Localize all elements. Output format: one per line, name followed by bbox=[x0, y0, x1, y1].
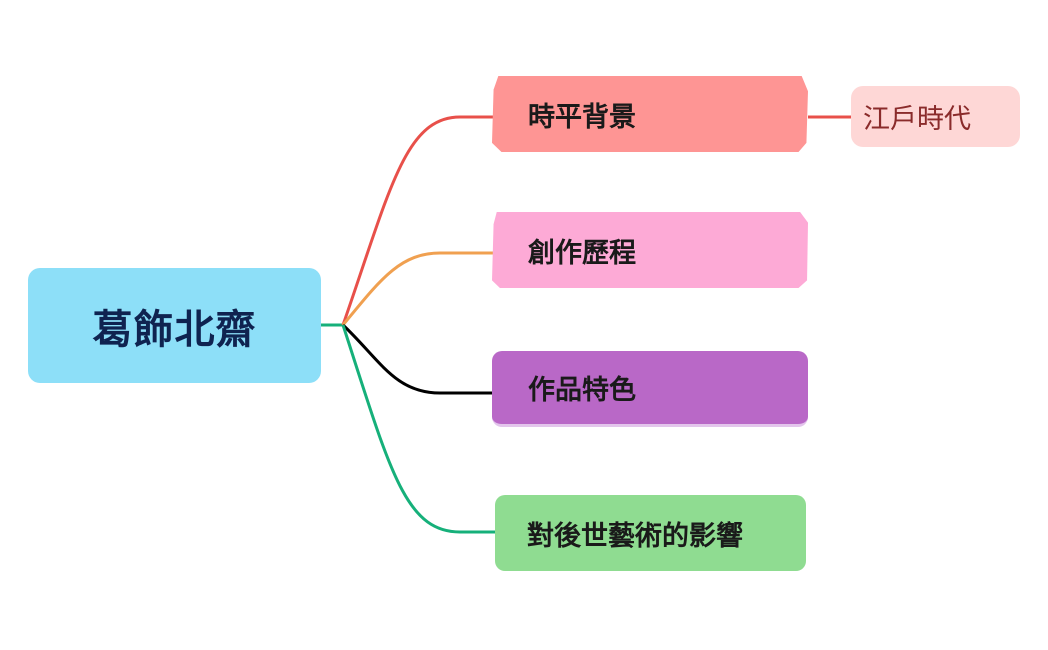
branch-topic-label: 對後世藝術的影響 bbox=[527, 520, 743, 552]
branch-topic-historical-background[interactable]: 時平背景 bbox=[492, 76, 808, 152]
branch-topic-influence-on-later-art[interactable]: 對後世藝術的影響 bbox=[495, 495, 806, 571]
connector-branch-2 bbox=[341, 323, 495, 395]
branch-topic-creative-history[interactable]: 創作歷程 bbox=[492, 212, 808, 288]
subtopic-label: 江戶時代 bbox=[863, 104, 971, 135]
branch-topic-label: 創作歷程 bbox=[528, 237, 636, 269]
branch-topic-label: 作品特色 bbox=[528, 375, 636, 406]
root-topic-label: 葛飾北齋 bbox=[92, 306, 257, 353]
root-topic[interactable]: 葛飾北齋 bbox=[28, 268, 321, 383]
connector-branch-1 bbox=[341, 251, 495, 326]
connector-branch-3 bbox=[341, 324, 495, 534]
branch-topic-label: 時平背景 bbox=[528, 101, 636, 133]
subtopic-edo-period[interactable]: 江戶時代 bbox=[851, 86, 1020, 147]
branch-topic-work-characteristics[interactable]: 作品特色 bbox=[492, 351, 808, 427]
connector-branch-0 bbox=[341, 115, 495, 326]
